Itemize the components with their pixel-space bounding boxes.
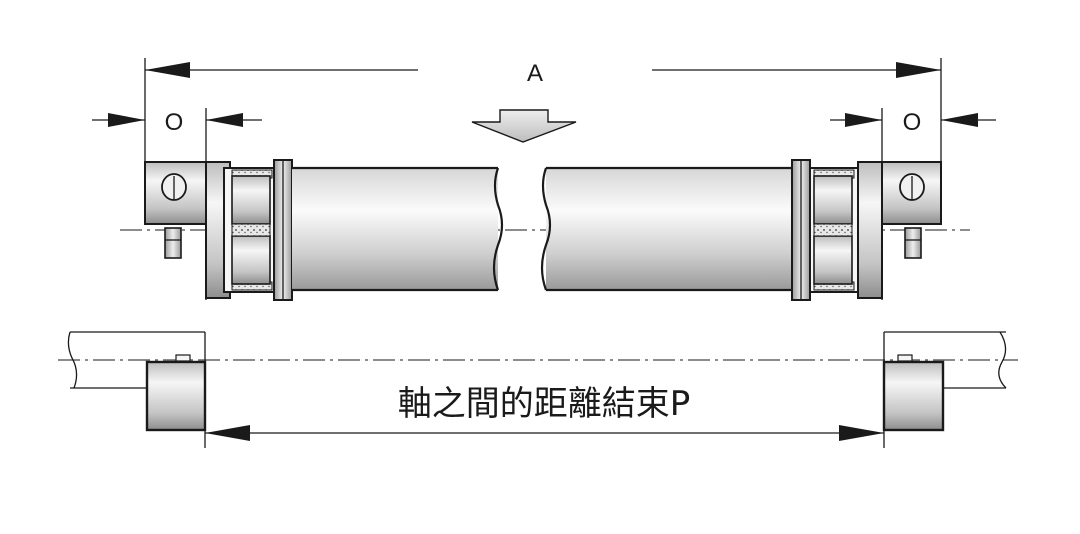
shaft-end-distance-label: 軸之間的距離結束P xyxy=(398,384,691,424)
right-hub-body xyxy=(791,159,883,301)
right-stub-shaft xyxy=(882,331,1007,448)
shaft-end-arrangement: 軸之間的距離結束P xyxy=(58,331,1018,448)
right-shaft xyxy=(540,166,792,292)
coupling-assembly xyxy=(120,159,970,301)
left-stub-shaft xyxy=(67,331,207,448)
right-clamp-hub xyxy=(881,161,942,259)
dimension-o-left-label: O xyxy=(165,109,184,136)
dimension-o-right-label: O xyxy=(903,109,922,136)
dimension-a-label: A xyxy=(527,60,543,87)
dimension-p: 軸之間的距離結束P xyxy=(205,384,884,441)
dimension-a: A xyxy=(144,58,942,222)
left-shaft xyxy=(292,166,504,292)
dimension-o-right: O xyxy=(830,108,996,300)
left-hub-body xyxy=(205,159,293,301)
left-clamp-hub xyxy=(144,161,207,259)
down-arrow-icon xyxy=(471,109,577,143)
